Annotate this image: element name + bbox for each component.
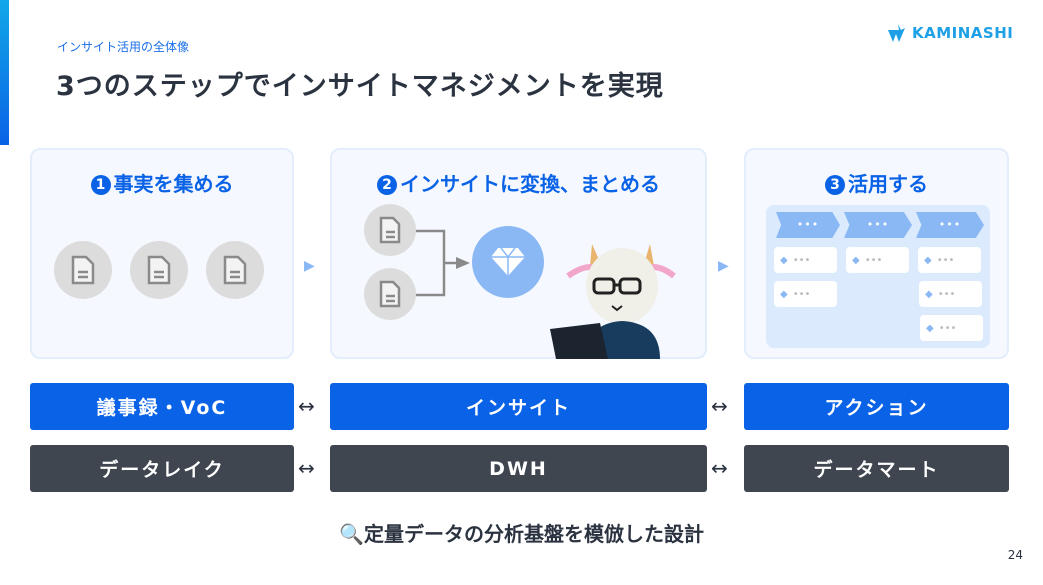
document-icon [130, 241, 188, 299]
page-title: 3つのステップでインサイトマネジメントを実現 [56, 71, 664, 102]
bidirectional-arrow-icon: ↔ [711, 394, 728, 418]
goat-character-illustration [550, 244, 676, 359]
goat-logo-icon [888, 24, 905, 42]
label-data-lake: データレイク [30, 445, 294, 492]
step-label: 事実を集める [113, 172, 234, 196]
arrow-right-icon: ▶ [304, 258, 315, 274]
action-card: ◆••• [846, 247, 909, 273]
action-card: ◆••• [918, 247, 981, 273]
step-label: 活用する [848, 172, 928, 196]
bidirectional-arrow-icon: ↔ [711, 456, 728, 480]
diamond-icon: ◆ [926, 322, 934, 334]
label-insight: インサイト [330, 383, 707, 430]
section-subtitle: インサイト活用の全体像 [57, 40, 190, 54]
logo-text: KAMINASHI [912, 24, 1014, 42]
diamond-icon: ◆ [852, 254, 860, 266]
document-icon [364, 268, 416, 320]
action-card: ◆••• [919, 281, 982, 307]
footer-note: 🔍定量データの分析基盤を模倣した設計 [0, 518, 1043, 547]
diamond-icon: ◆ [780, 254, 788, 266]
arrow-right-icon: ▶ [718, 258, 729, 274]
diamond-icon: ◆ [780, 288, 788, 300]
logo: KAMINASHI [886, 22, 1013, 44]
document-icon [206, 241, 264, 299]
action-card: ◆••• [774, 247, 837, 273]
label-action: アクション [744, 383, 1009, 430]
bidirectional-arrow-icon: ↔ [298, 456, 315, 480]
document-icon [54, 241, 112, 299]
action-board: ••• ••• ••• ◆••• ◆••• ◆••• ◆••• ◆••• ◆••… [766, 205, 990, 348]
diamond-icon: ◆ [925, 288, 933, 300]
bidirectional-arrow-icon: ↔ [298, 394, 315, 418]
footer-text: 定量データの分析基盤を模倣した設計 [363, 522, 704, 546]
step-number: 3 [825, 175, 845, 195]
process-chevron: ••• [844, 212, 912, 238]
document-icon [364, 204, 416, 256]
magnifier-icon: 🔍 [339, 522, 364, 546]
page-number: 24 [1007, 548, 1023, 562]
step-number: 2 [377, 175, 397, 195]
label-data-mart: データマート [744, 445, 1009, 492]
merge-arrow-icon [416, 229, 470, 297]
accent-stripe [0, 0, 9, 145]
insight-diamond-icon [472, 226, 544, 298]
action-card: ◆••• [920, 315, 983, 341]
label-minutes-voc: 議事録・VoC [30, 383, 294, 430]
step-number: 1 [90, 175, 111, 195]
process-chevron: ••• [916, 212, 984, 238]
action-card: ◆••• [774, 281, 837, 307]
process-chevron: ••• [776, 212, 840, 238]
step-label: インサイトに変換、まとめる [400, 172, 660, 196]
label-dwh: DWH [330, 445, 707, 492]
diamond-icon: ◆ [924, 254, 932, 266]
